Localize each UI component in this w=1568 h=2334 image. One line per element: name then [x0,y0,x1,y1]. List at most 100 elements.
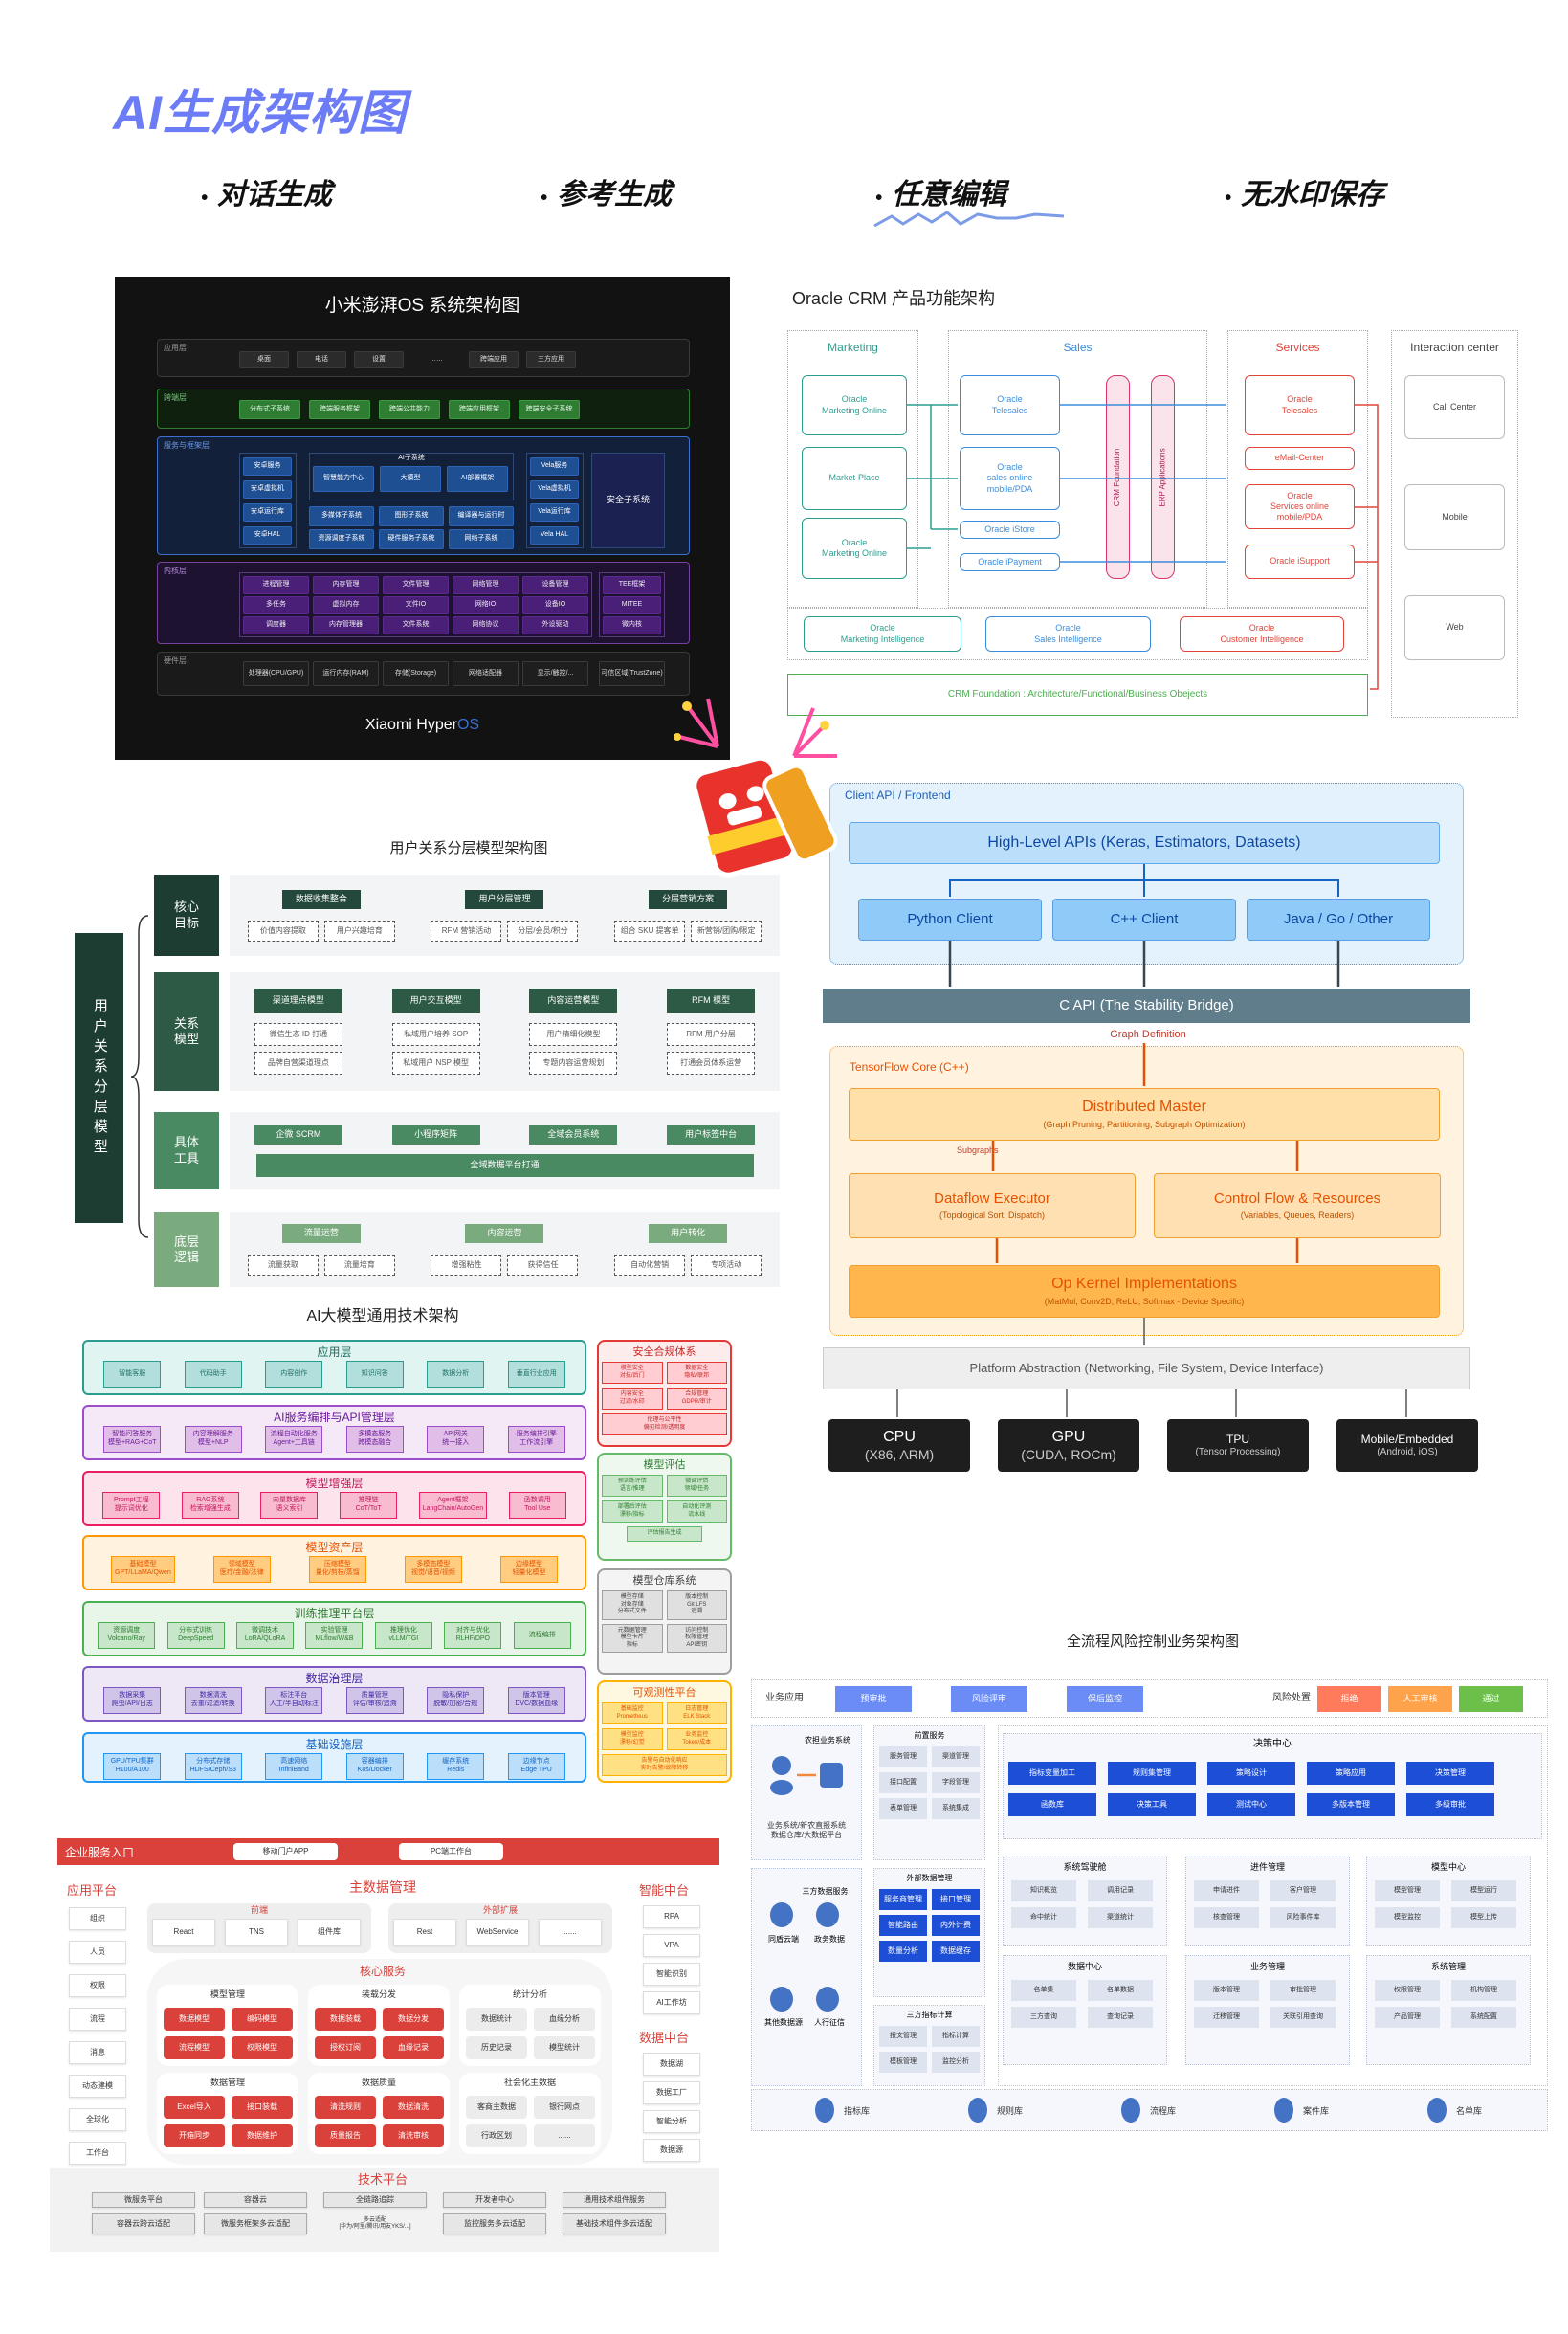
kernel-item[interactable]: 文件系统 [383,616,449,634]
layer-item[interactable]: 流程编排 [513,1622,571,1649]
ai-platform-item[interactable]: AI工作坊 [643,1991,700,2014]
layer-item[interactable]: 向量数据库 语义索引 [260,1492,319,1519]
decision-item[interactable]: 多版本管理 [1307,1793,1395,1816]
core-item[interactable]: 行政区划 [466,2124,527,2147]
layer-item[interactable]: 标注平台 人工/半自动标注 [265,1687,323,1714]
module-item[interactable]: 模型上传 [1451,1907,1516,1928]
interaction-box[interactable]: Mobile [1404,484,1505,550]
external-item[interactable]: 数量分析 [879,1941,927,1962]
tech-item[interactable]: 监控服务多云适配 [443,2213,546,2234]
core-item[interactable]: 数据模型 [164,2008,225,2031]
cross-item[interactable]: 跨端应用框架 [449,400,510,419]
layer-item[interactable]: 流程自动化服务 Agent+工具链 [265,1426,323,1453]
kernel-item[interactable]: 设备IO [522,596,588,614]
external-item[interactable]: 内外计费 [932,1915,980,1936]
kernel-item[interactable]: 文件管理 [383,576,449,594]
side-item[interactable]: 模型存储 对象存储 分布式文件 [602,1590,663,1620]
module-item[interactable]: 关联引用查询 [1270,2007,1336,2028]
front-item[interactable]: 渠道管理 [932,1746,980,1767]
sales-box[interactable]: Oracle iStore [960,521,1060,539]
app-platform-item[interactable]: 组织 [69,1907,126,1930]
tech-item[interactable]: 容器云跨云适配 [92,2213,195,2234]
layer-item[interactable]: 容器编排 K8s/Docker [345,1753,404,1780]
android-item[interactable]: 安卓运行库 [243,503,292,522]
disposal-button[interactable]: 通过 [1459,1686,1523,1712]
core-item[interactable]: 清洗规则 [315,2096,376,2119]
core-item[interactable]: Excel导入 [164,2096,225,2119]
core-item[interactable]: 开箱同步 [164,2124,225,2147]
module-item[interactable]: 名单数据 [1088,1980,1153,2001]
cross-item[interactable]: 跨端安全子系统 [519,400,580,419]
sales-box[interactable]: Oracle iPayment [960,553,1060,571]
biz-button[interactable]: 风险评审 [951,1686,1027,1712]
marketing-box[interactable]: Oracle Marketing Online [802,518,907,579]
core-item[interactable]: 数据清洗 [383,2096,444,2119]
layer-item[interactable]: 内容理解服务 模型+NLP [184,1426,242,1453]
side-item[interactable]: 模型安全 对抗/后门 [602,1362,663,1384]
side-wide-item[interactable]: 伦理与公平性 偏见检测/透明度 [602,1413,727,1435]
vela-item[interactable]: Vela HAL [530,526,579,545]
layer-item[interactable]: 智能客服 [103,1361,162,1388]
android-item[interactable]: 安卓HAL [243,526,292,545]
layer-item[interactable]: 领域模型 医疗/金融/法律 [212,1556,271,1583]
module-item[interactable]: 权限管理 [1375,1980,1440,2001]
external-item[interactable]: ...... [539,1919,602,1945]
app-platform-item[interactable]: 权限 [69,1974,126,1997]
core-item[interactable]: 客商主数据 [466,2096,527,2119]
ai-platform-item[interactable]: RPA [643,1905,700,1928]
tee-item[interactable]: 微内核 [603,616,661,634]
module-item[interactable]: 审批管理 [1270,1980,1336,2001]
kernel-item[interactable]: 内存管理 [313,576,379,594]
core-item[interactable]: 数据统计 [466,2008,527,2031]
data-platform-item[interactable]: 数据工厂 [643,2081,700,2104]
tee-item[interactable]: MITEE [603,596,661,614]
module-item[interactable]: 风险事件库 [1270,1907,1336,1928]
vela-item[interactable]: Vela运行库 [530,503,579,522]
layer-item[interactable]: 推理优化 vLLM/TGI [374,1622,432,1649]
entry-button[interactable]: 移动门户APP [233,1843,338,1860]
ai-platform-item[interactable]: VPA [643,1934,700,1957]
layer-item[interactable]: 边缘节点 Edge TPU [507,1753,565,1780]
layer-item[interactable]: 压缩模型 量化/剪枝/蒸馏 [308,1556,366,1583]
core-item[interactable]: 模型统计 [534,2036,595,2059]
core-item[interactable]: 银行网点 [534,2096,595,2119]
client-box[interactable]: Java / Go / Other [1247,899,1430,941]
hardware-item[interactable]: 处理器(CPU/GPU) [243,661,309,686]
subsystem-item[interactable]: 多媒体子系统 [309,506,374,526]
layer-item[interactable]: 边缘模型 轻量化模型 [499,1556,558,1583]
external-item[interactable]: 接口管理 [932,1889,980,1910]
module-item[interactable]: 三方查询 [1011,2007,1076,2028]
core-item[interactable]: 流程模型 [164,2036,225,2059]
layer-item[interactable]: 函数调用 Tool Use [508,1492,566,1519]
client-box[interactable]: Python Client [858,899,1042,941]
module-item[interactable]: 版本管理 [1194,1980,1259,2001]
layer-item[interactable]: 多模态模型 视觉/语音/视频 [404,1556,462,1583]
android-item[interactable]: 安卓服务 [243,457,292,476]
side-item[interactable]: 内容安全 过滤/水印 [602,1388,663,1410]
hardware-item[interactable]: 可信区域(TrustZone) [599,661,665,686]
frontend-item[interactable]: 组件库 [298,1919,361,1945]
kernel-item[interactable]: 进程管理 [243,576,309,594]
layer-item[interactable]: 分布式存储 HDFS/Ceph/S3 [184,1753,242,1780]
module-item[interactable]: 名单集 [1011,1980,1076,2001]
module-item[interactable]: 渠道统计 [1088,1907,1153,1928]
layer-item[interactable]: Prompt工程 提示词优化 [102,1492,161,1519]
biz-button[interactable]: 预审批 [835,1686,912,1712]
layer-item[interactable]: Agent框架 LangChain/AutoGen [418,1492,488,1519]
kernel-item[interactable]: 网络管理 [453,576,519,594]
decision-item[interactable]: 策略设计 [1207,1762,1295,1785]
core-item[interactable]: 历史记录 [466,2036,527,2059]
front-item[interactable]: 字段管理 [932,1772,980,1793]
hardware-item[interactable]: 显示/触控/... [522,661,588,686]
tech-item[interactable]: 微服务平台 [92,2192,195,2208]
module-item[interactable]: 模型监控 [1375,1907,1440,1928]
external-item[interactable]: 数据缓存 [932,1941,980,1962]
layer-item[interactable]: 版本管理 DVC/数据血缘 [507,1687,565,1714]
front-item[interactable]: 服务管理 [879,1746,927,1767]
decision-item[interactable]: 策略应用 [1307,1762,1395,1785]
services-box[interactable]: Oracle Telesales [1245,375,1355,435]
side-wide-item[interactable]: 评估报告生成 [627,1526,702,1542]
module-item[interactable]: 机构管理 [1451,1980,1516,2001]
side-item[interactable]: 业务监控 Token/成本 [666,1728,727,1750]
marketing-box[interactable]: Oracle Marketing Online [802,375,907,435]
